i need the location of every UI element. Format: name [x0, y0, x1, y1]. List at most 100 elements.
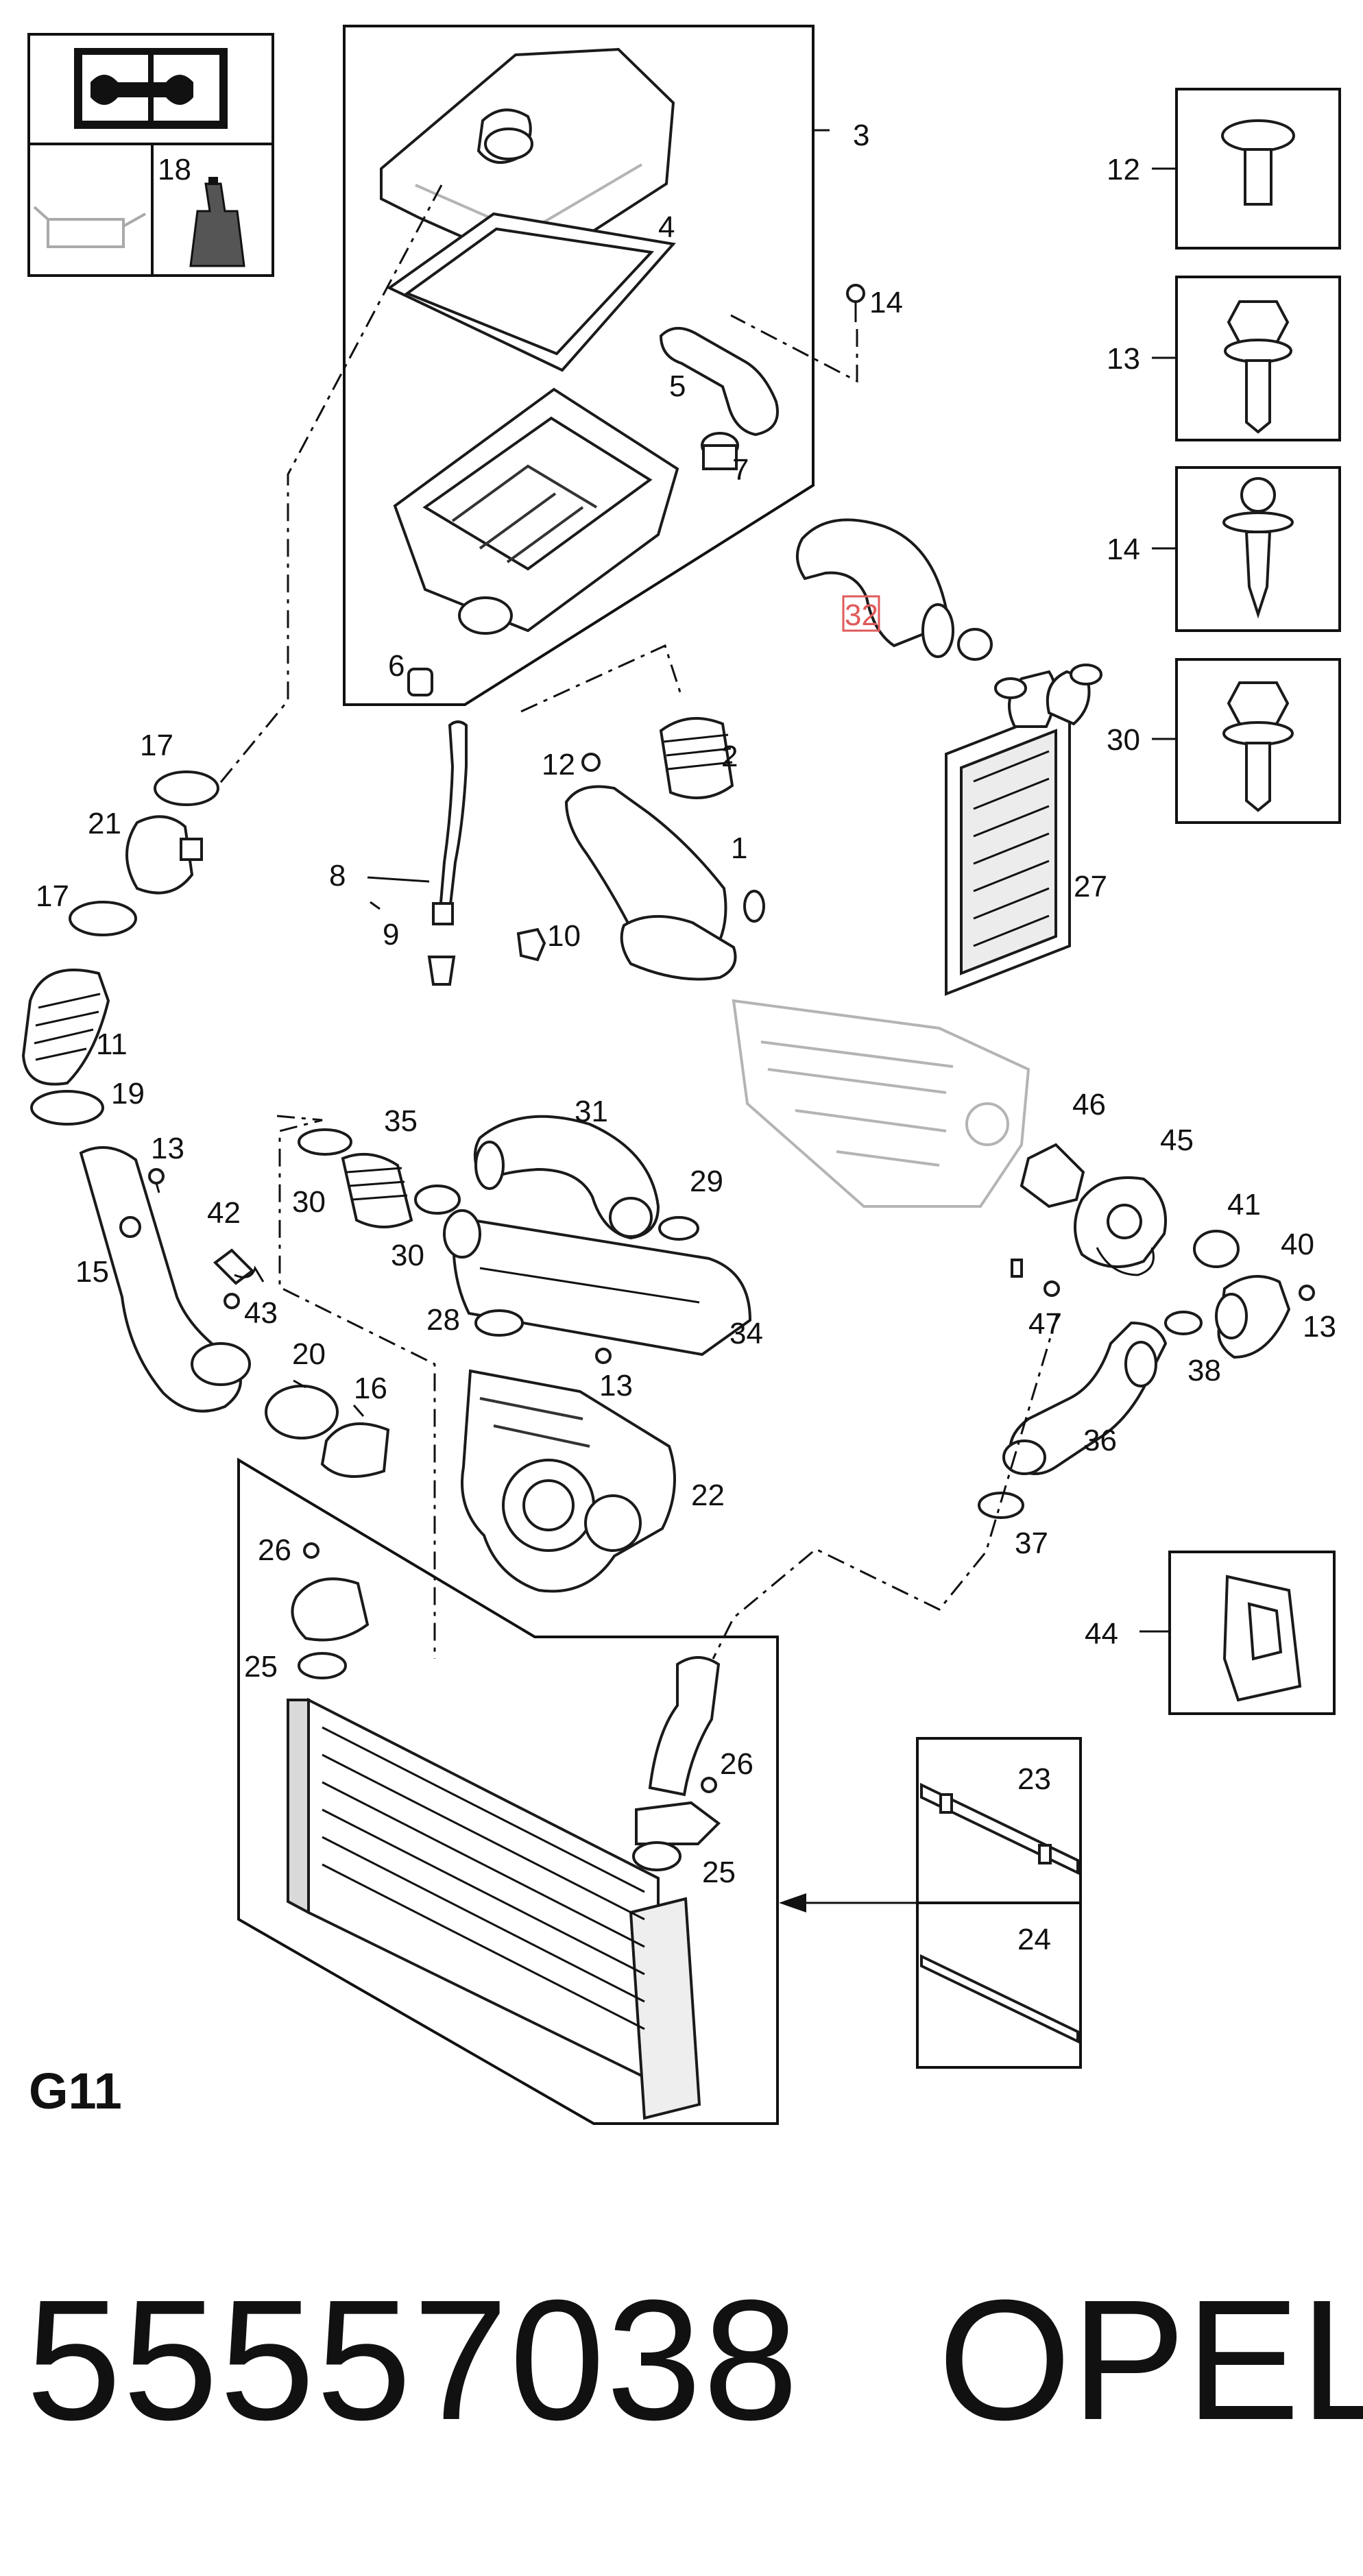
- callout-32-highlight: [842, 595, 880, 632]
- seal-strip-box: 23 24: [916, 1737, 1082, 2069]
- screw-13-elbow: [1299, 1285, 1315, 1301]
- callout-31: 31: [575, 1095, 608, 1128]
- callout-28: 28: [426, 1303, 460, 1337]
- vent-hose-8: [432, 720, 468, 925]
- callout-7: 7: [732, 453, 749, 487]
- part-number: 55557038: [26, 2264, 800, 2455]
- callout-14-small: 14: [869, 286, 903, 319]
- hose-clamp-17-lower: [69, 901, 137, 936]
- breather-hose-5: [659, 327, 779, 437]
- callout-42: 43: [244, 1296, 278, 1330]
- callout-20: 18: [158, 153, 191, 186]
- charge-air-sleeve-34: [341, 1152, 413, 1228]
- air-filter-group-frame: [343, 25, 815, 706]
- radiator-group-frame: [237, 1457, 779, 2125]
- callout-13-center: 13: [599, 1369, 633, 1402]
- hose-clamp-19: [265, 1385, 339, 1439]
- callout-32: 32: [845, 598, 878, 632]
- screw-26-right: [701, 1777, 717, 1793]
- sensor-41: [213, 1248, 265, 1285]
- callout-36: 37: [1015, 1527, 1048, 1560]
- callout-46: 47: [1028, 1307, 1062, 1341]
- callout-3: 3: [853, 119, 869, 152]
- callout-45: 46: [1072, 1088, 1106, 1121]
- callout-41: 42: [207, 1196, 241, 1230]
- callout-27: 27: [1074, 870, 1107, 903]
- callout-2: 2: [721, 740, 738, 773]
- callout-26-left: 26: [258, 1533, 291, 1567]
- turbocharger-22: [461, 1369, 676, 1593]
- callout-12-box: 12: [1107, 153, 1140, 186]
- callout-1: 1: [731, 831, 747, 865]
- callout-12-duct: 12: [542, 748, 575, 781]
- air-intake-duct-1: [564, 785, 765, 981]
- callout-21: 21: [88, 807, 121, 840]
- gasket-25-left: [298, 1652, 347, 1679]
- callout-39: 40: [1281, 1228, 1314, 1261]
- screw-46: [1044, 1280, 1060, 1297]
- pipe-coupling-16: [320, 1422, 390, 1478]
- fastener-box-13: 13: [1107, 276, 1341, 441]
- coolant-pipe-right: [635, 1656, 721, 1845]
- clip-12: [581, 753, 601, 772]
- callout-11: 11: [96, 1028, 128, 1061]
- intake-bellows-11: [21, 969, 110, 1086]
- callout-34: 35: [384, 1104, 418, 1138]
- screw-13-pipe-33: [595, 1348, 612, 1364]
- hose-clamp-36: [978, 1492, 1024, 1519]
- pointer-arrow: [779, 1893, 917, 1912]
- callout-25-right: 25: [702, 1856, 736, 1889]
- screw-42: [224, 1293, 240, 1309]
- screw-14-small: [846, 284, 865, 322]
- brand-name: OPEL: [938, 2264, 1363, 2455]
- gasket-25-right: [632, 1841, 682, 1871]
- radiator-core: [287, 1697, 701, 2120]
- callout-18: 19: [111, 1077, 145, 1110]
- callout-6: 6: [388, 649, 405, 683]
- intake-manifold-ghost: [732, 999, 1030, 1208]
- charge-air-hose-32: [795, 518, 993, 661]
- callout-29: 29: [690, 1165, 723, 1198]
- screw-26-left: [303, 1542, 319, 1559]
- intake-pipe-15: [79, 1146, 251, 1413]
- valve-9: [427, 956, 456, 986]
- callout-30-left: 30: [292, 1185, 326, 1219]
- callout-38-box: 30: [1107, 723, 1140, 757]
- callout-9: 9: [383, 918, 399, 951]
- callout-8: 8: [329, 859, 346, 892]
- callout-16: 16: [354, 1372, 387, 1405]
- intercooler-27: [945, 664, 1102, 996]
- hose-clamp-29: [658, 1216, 699, 1241]
- callout-22: 22: [691, 1479, 725, 1512]
- callout-37: 38: [1187, 1354, 1221, 1387]
- hose-clamp-17-upper: [154, 770, 219, 806]
- charge-air-hose-35: [1002, 1321, 1168, 1475]
- fastener-box-38: 30: [1107, 658, 1341, 824]
- fastener-box-12: 12: [1107, 88, 1341, 250]
- callout-17-lower: 17: [36, 879, 69, 913]
- callout-35: 36: [1083, 1424, 1117, 1457]
- elbow-39: [1215, 1275, 1291, 1359]
- callout-43: 44: [1085, 1617, 1118, 1651]
- hose-clamp-30-right: [414, 1184, 461, 1215]
- callout-25-left: 25: [244, 1650, 278, 1684]
- hose-clamp-28: [474, 1309, 524, 1337]
- callout-14-box: 14: [1107, 533, 1140, 566]
- callout-40: 41: [1227, 1188, 1261, 1222]
- throttle-valve-44: [1074, 1176, 1167, 1276]
- coolant-flange-left: [291, 1577, 370, 1642]
- fastener-box-14: 14: [1107, 466, 1341, 632]
- gasket-40: [1193, 1230, 1240, 1268]
- air-intake-bellows-2: [659, 717, 734, 799]
- sealant-bottle-icon: [189, 177, 245, 267]
- callout-33: 34: [729, 1317, 763, 1350]
- callout-44: 45: [1160, 1123, 1194, 1157]
- callout-17-upper: 17: [140, 729, 173, 762]
- charge-air-pipe-33: [443, 1209, 752, 1357]
- oil-can-icon: [33, 206, 146, 248]
- clip-box-43: 44: [1085, 1551, 1336, 1715]
- air-filter-element: [387, 212, 676, 372]
- callout-19: 20: [292, 1337, 326, 1371]
- callout-23: 23: [1017, 1762, 1051, 1796]
